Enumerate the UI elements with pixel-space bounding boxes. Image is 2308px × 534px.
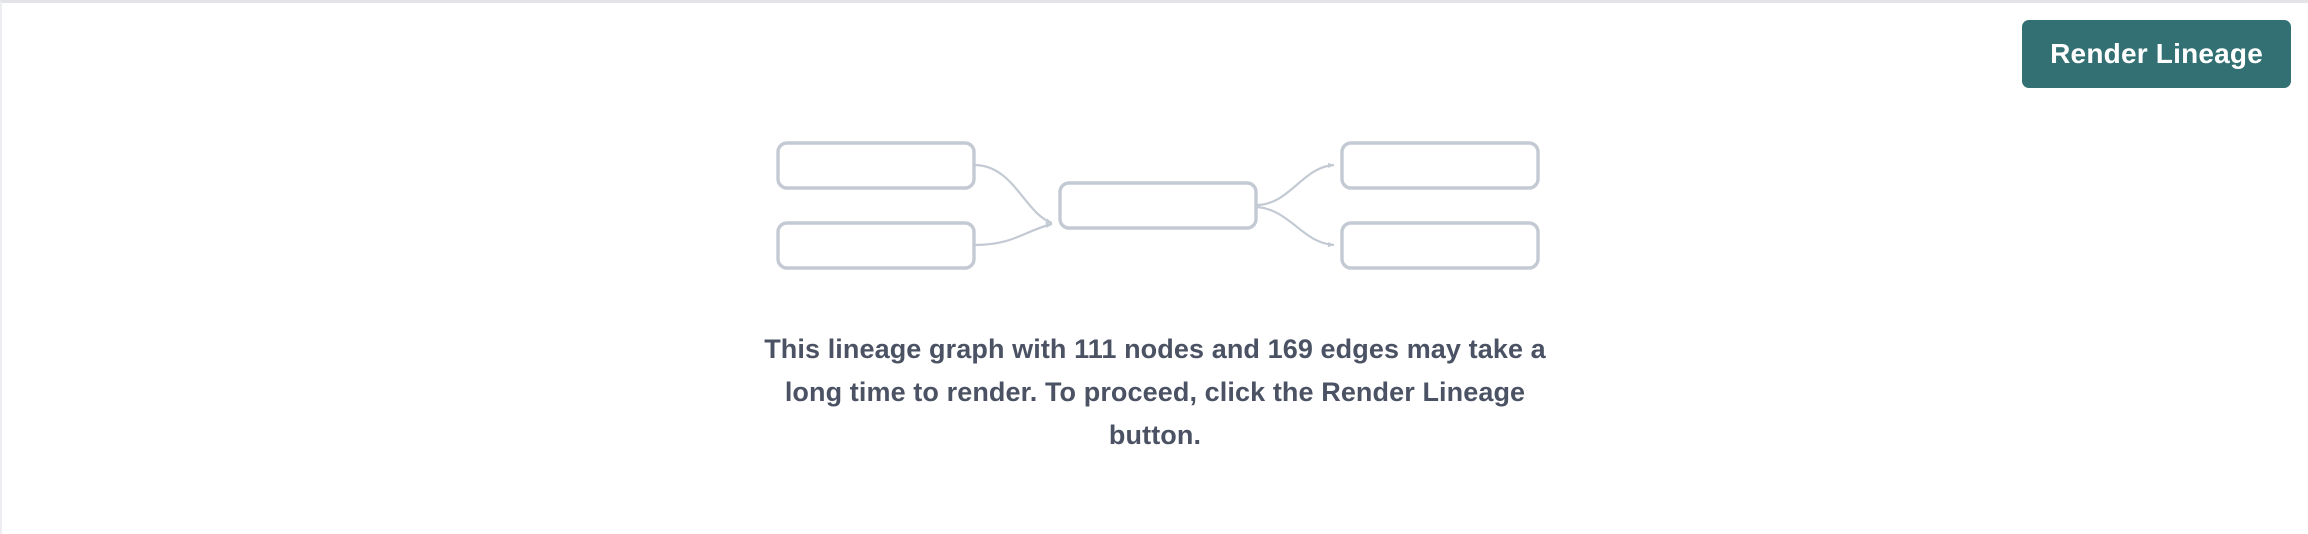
- edge-upstream-1-to-focus: [973, 163, 1053, 225]
- placeholder-node-upstream-1: [776, 141, 976, 190]
- placeholder-node-downstream-1: [1340, 141, 1540, 190]
- lineage-placeholder-svg: [776, 141, 1540, 270]
- edge-focus-to-downstream-2: [1255, 205, 1335, 248]
- edge-focus-to-downstream-1: [1255, 162, 1335, 207]
- lineage-empty-state: This lineage graph with 111 nodes and 16…: [2, 3, 2308, 534]
- edge-upstream-2-to-focus: [973, 222, 1053, 247]
- placeholder-node-focus: [1058, 181, 1258, 230]
- lineage-warning-message: This lineage graph with 111 nodes and 16…: [764, 334, 1546, 450]
- lineage-graph-placeholder-icon: [762, 131, 1562, 283]
- lineage-toolbar: Render Lineage: [2022, 20, 2291, 88]
- render-lineage-button[interactable]: Render Lineage: [2022, 20, 2291, 88]
- placeholder-node-upstream-2: [776, 221, 976, 270]
- placeholder-node-downstream-2: [1340, 221, 1540, 270]
